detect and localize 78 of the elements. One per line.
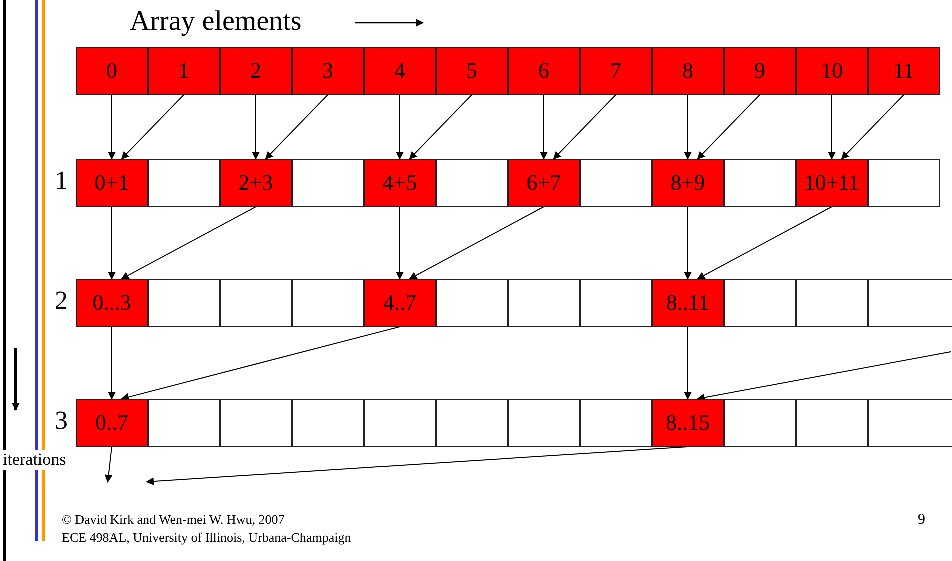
cell-value: 5: [466, 58, 478, 84]
row-number: 1: [55, 166, 68, 196]
cell-value: 4: [394, 58, 406, 84]
cell-value: 1: [178, 58, 190, 84]
array-cell: [76, 399, 148, 447]
array-cell: [652, 47, 724, 95]
row-number: 2: [55, 286, 68, 316]
arrow: [252, 94, 260, 160]
cell-value: 4+5: [382, 170, 418, 196]
cell-value: 2: [250, 58, 262, 84]
cell-value: 9: [754, 58, 766, 84]
arrow: [121, 94, 184, 160]
array-cell: [508, 159, 580, 207]
arrow: [697, 206, 832, 280]
arrow: [121, 326, 400, 402]
axis-label: iterations: [3, 450, 66, 470]
arrow: [108, 206, 116, 280]
arrow: [265, 94, 328, 160]
cell-value: 0+1: [94, 170, 130, 196]
arrow: [684, 94, 692, 160]
row-number: 3: [55, 406, 68, 436]
footer-text: © David Kirk and Wen-mei W. Hwu, 2007: [62, 512, 285, 528]
arrow: [396, 206, 404, 280]
array-cell: [508, 47, 580, 95]
arrow: [146, 446, 688, 486]
arrow: [121, 206, 256, 280]
cell-value: 0..7: [96, 410, 128, 436]
arrow: [684, 326, 692, 400]
arrow: [841, 94, 904, 160]
cell-value: 8..15: [666, 410, 710, 436]
array-cell: [868, 47, 940, 95]
cell-value: 0...3: [92, 290, 132, 316]
cell-value: 6: [538, 58, 550, 84]
array-cell: [292, 47, 364, 95]
array-cell: [796, 47, 868, 95]
cell-value: 10: [821, 58, 843, 84]
array-cell: [148, 47, 220, 95]
array-cell: [796, 159, 868, 207]
cell-value: 0: [106, 58, 118, 84]
array-cell: [652, 279, 724, 327]
cell-value: 8+9: [670, 170, 706, 196]
cell-value: 6+7: [526, 170, 562, 196]
page-number: 9: [918, 512, 926, 529]
array-cell: [724, 47, 796, 95]
arrow: [697, 352, 952, 402]
array-cell: [76, 279, 148, 327]
array-cell: [652, 399, 724, 447]
arrow: [684, 206, 692, 280]
arrow: [540, 94, 548, 160]
cell-value: 2+3: [238, 170, 274, 196]
arrow: [409, 94, 472, 160]
arrow: [409, 206, 544, 280]
arrow: [108, 326, 116, 400]
heading: Array elements: [130, 6, 302, 38]
cell-value: 11: [893, 58, 915, 84]
cell-value: 7: [610, 58, 622, 84]
array-cell: [76, 159, 148, 207]
cell-value: 8: [682, 58, 694, 84]
array-cell: [364, 47, 436, 95]
cell-value: 3: [322, 58, 334, 84]
arrow: [396, 94, 404, 160]
cell-value: 10+11: [804, 170, 860, 196]
footer-text: ECE 498AL, University of Illinois, Urbana-Champaign: [62, 530, 352, 546]
array-cell: [220, 47, 292, 95]
array-cell: [436, 47, 508, 95]
arrow: [697, 94, 760, 160]
array-cell: [652, 159, 724, 207]
arrow: [108, 94, 116, 160]
cell-value: 8..11: [666, 290, 710, 316]
cell-value: 4..7: [384, 290, 416, 316]
array-cell: [364, 159, 436, 207]
array-cell: [580, 47, 652, 95]
array-cell: [364, 279, 436, 327]
arrow: [828, 94, 836, 160]
array-cell: [76, 47, 148, 95]
arrow: [553, 94, 616, 160]
arrow: [104, 446, 113, 483]
array-cell: [220, 159, 292, 207]
